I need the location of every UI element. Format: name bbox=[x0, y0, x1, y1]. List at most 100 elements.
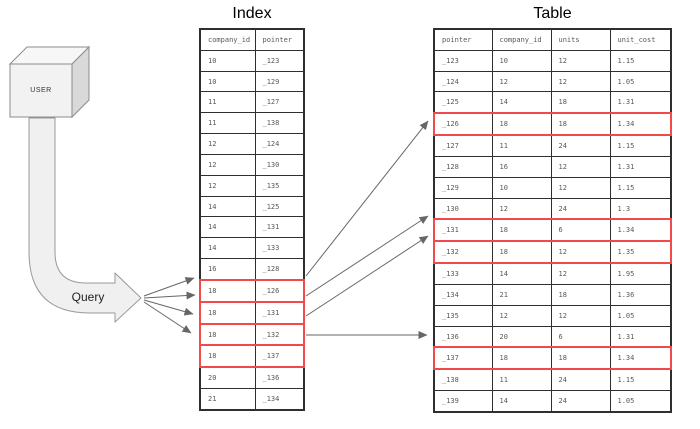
table-cell: 1.34 bbox=[609, 346, 672, 371]
table-cell: 1.05 bbox=[609, 390, 672, 413]
table-cell: 6 bbox=[550, 218, 611, 243]
table-cell: 1.05 bbox=[609, 304, 672, 327]
table-cell: _133 bbox=[433, 262, 493, 285]
table-cell: 12 bbox=[199, 153, 256, 176]
table-cell: _139 bbox=[433, 390, 493, 413]
table-cell: _127 bbox=[254, 91, 305, 114]
table-cell: 10 bbox=[199, 70, 256, 93]
table-cell: _137 bbox=[254, 344, 305, 369]
table-row: 12_130 bbox=[199, 153, 305, 176]
table-cell: 18 bbox=[491, 240, 552, 265]
table-row: 14_125 bbox=[199, 195, 305, 218]
table-cell: _130 bbox=[433, 197, 493, 220]
header-row: pointer company_id units unit_cost bbox=[433, 28, 672, 51]
table-cell: 12 bbox=[491, 304, 552, 327]
user-label: USER bbox=[30, 87, 52, 94]
table-cell: 14 bbox=[491, 91, 552, 114]
column-header: company_id bbox=[491, 28, 552, 51]
table-title: Table bbox=[533, 5, 572, 22]
table-cell: 12 bbox=[550, 262, 611, 285]
header-row: company_id pointer bbox=[199, 28, 305, 51]
table-cell: _127 bbox=[433, 134, 493, 157]
table-cell: 1.3 bbox=[609, 197, 672, 220]
column-header: pointer bbox=[433, 28, 493, 51]
table-row: 20_136 bbox=[199, 366, 305, 390]
table-row: 16_128 bbox=[199, 258, 305, 281]
table-cell: 18 bbox=[550, 283, 611, 306]
table-row: 21_134 bbox=[199, 388, 305, 411]
table-row-highlighted: 18_131 bbox=[199, 300, 305, 325]
table-cell: 18 bbox=[199, 322, 256, 347]
table-cell: _125 bbox=[254, 195, 305, 218]
table-cell: 16 bbox=[199, 258, 256, 281]
table-cell: 1.31 bbox=[609, 91, 672, 114]
table-cell: _131 bbox=[254, 300, 305, 325]
table-cell: 12 bbox=[550, 176, 611, 199]
table-cell: 20 bbox=[199, 366, 256, 390]
query-to-index-arrow-2 bbox=[143, 291, 196, 300]
table-cell: _128 bbox=[254, 258, 305, 281]
table-cell: 1.15 bbox=[609, 176, 672, 199]
table-row-highlighted: 18_126 bbox=[199, 278, 305, 303]
table-cell: 18 bbox=[199, 344, 256, 369]
index-to-table-arrow-132 bbox=[305, 235, 429, 317]
index-to-table-arrow-131 bbox=[305, 215, 429, 297]
index-title: Index bbox=[232, 5, 272, 22]
column-header: units bbox=[550, 28, 611, 51]
index-to-table-arrow-126 bbox=[305, 120, 429, 277]
column-header: unit_cost bbox=[609, 28, 672, 51]
index-table: company_id pointer 10_123 10_129 11_127 … bbox=[199, 28, 305, 411]
table-cell: _123 bbox=[254, 49, 305, 72]
table-cell: 12 bbox=[550, 70, 611, 93]
table-cell: _129 bbox=[433, 176, 493, 199]
table-cell: 1.15 bbox=[609, 368, 672, 392]
table-cell: 12 bbox=[550, 304, 611, 327]
table-row: 11_127 bbox=[199, 91, 305, 114]
table-row: 14_133 bbox=[199, 237, 305, 260]
table-cell: 12 bbox=[199, 174, 256, 197]
table-cell: 1.35 bbox=[609, 240, 672, 265]
table-cell: _132 bbox=[433, 240, 493, 265]
table-cell: _124 bbox=[433, 70, 493, 93]
table-cell: 1.15 bbox=[609, 134, 672, 157]
table-cell: 6 bbox=[550, 325, 611, 348]
column-header: pointer bbox=[254, 28, 305, 51]
table-cell: _126 bbox=[254, 278, 305, 303]
table-cell: 12 bbox=[550, 49, 611, 72]
table-cell: 18 bbox=[550, 112, 611, 137]
table-cell: _131 bbox=[254, 216, 305, 239]
table-row-highlighted: 18_132 bbox=[199, 322, 305, 347]
user-cube-icon bbox=[8, 45, 91, 119]
query-block-arrow bbox=[28, 117, 142, 323]
table-cell: _134 bbox=[254, 388, 305, 411]
table-cell: 14 bbox=[491, 390, 552, 413]
table-cell: 18 bbox=[550, 346, 611, 371]
table-cell: 14 bbox=[199, 195, 256, 218]
table-row: 14_131 bbox=[199, 216, 305, 239]
table-cell: 16 bbox=[491, 155, 552, 178]
table-row: 10_129 bbox=[199, 70, 305, 93]
table-row: 12_135 bbox=[199, 174, 305, 197]
table-cell: 18 bbox=[491, 346, 552, 371]
table-cell: 24 bbox=[550, 197, 611, 220]
table-cell: 24 bbox=[550, 368, 611, 392]
table-cell: 1.95 bbox=[609, 262, 672, 285]
query-to-index-arrow-1 bbox=[143, 277, 195, 297]
table-cell: 18 bbox=[491, 112, 552, 137]
table-cell: 12 bbox=[550, 155, 611, 178]
table-cell: _134 bbox=[433, 283, 493, 306]
table-cell: 18 bbox=[199, 278, 256, 303]
